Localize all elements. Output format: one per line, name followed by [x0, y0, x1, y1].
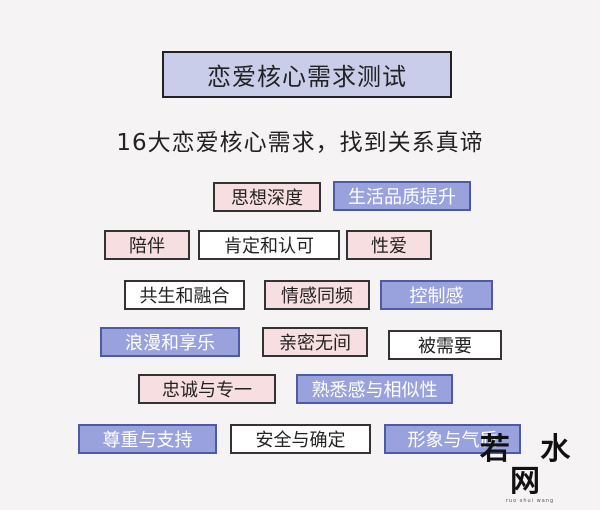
- tag-emotional-sync: 情感同频: [264, 280, 370, 310]
- tag-intimacy: 亲密无间: [262, 327, 368, 357]
- tag-control: 控制感: [380, 280, 493, 310]
- tag-recognition: 肯定和认可: [198, 230, 340, 260]
- tag-romance: 浪漫和享乐: [100, 327, 240, 357]
- tag-loyalty: 忠诚与专一: [138, 374, 276, 404]
- watermark-main: 若 水 网: [479, 432, 581, 499]
- page-title: 恋爱核心需求测试: [162, 51, 452, 98]
- tag-image: 形象与气质: [384, 424, 521, 454]
- tag-respect: 尊重与支持: [78, 424, 217, 454]
- tag-being-needed: 被需要: [388, 330, 502, 360]
- page-subtitle: 16大恋爱核心需求，找到关系真谛: [116, 130, 484, 156]
- tag-thought-depth: 思想深度: [213, 182, 321, 212]
- watermark-sub: ruo shui wang: [505, 498, 555, 504]
- tag-life-quality: 生活品质提升: [333, 181, 471, 211]
- tag-sex: 性爱: [346, 230, 432, 260]
- tag-symbiosis: 共生和融合: [124, 280, 245, 310]
- tag-companionship: 陪伴: [104, 230, 190, 260]
- tag-security: 安全与确定: [230, 424, 371, 454]
- tag-familiarity: 熟悉感与相似性: [296, 374, 453, 404]
- watermark-logo: 若 水 网 ruo shui wang: [470, 432, 590, 505]
